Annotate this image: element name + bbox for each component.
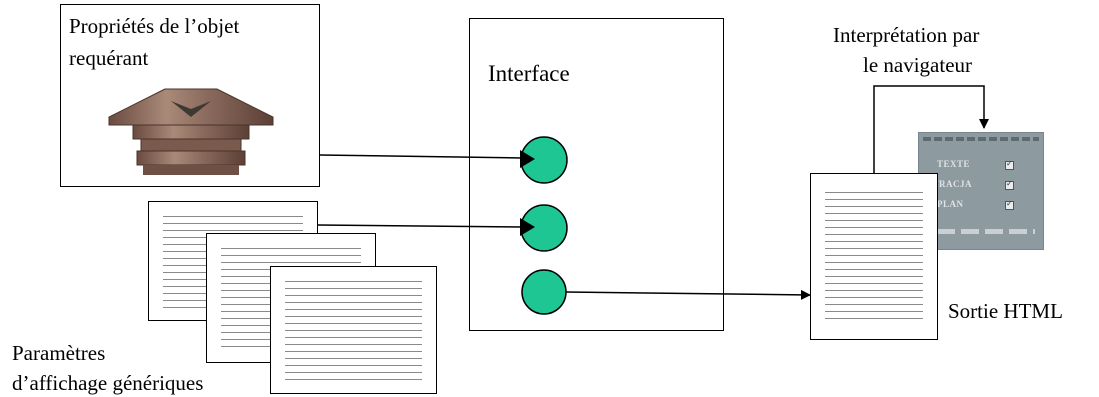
arrow-port-3-to-output xyxy=(565,289,811,300)
parameters-document-3 xyxy=(270,266,437,394)
arrow-parameters-to-port-2 xyxy=(317,224,523,228)
object-properties-title-line1: Propriétés de l’objet xyxy=(69,14,240,38)
html-output-document xyxy=(810,173,938,340)
interface-box: Interface xyxy=(469,18,724,331)
parameters-label-line1: Paramètres xyxy=(12,341,106,365)
screen-row-label: TEXTE xyxy=(937,159,971,169)
parameters-label-line2: d’affichage génériques xyxy=(12,371,204,395)
screen-row-label: PLAN xyxy=(937,199,964,209)
column-capital-icon xyxy=(108,88,274,175)
interface-port-2 xyxy=(520,204,568,252)
interface-port-3 xyxy=(521,269,567,315)
interface-title: Interface xyxy=(488,61,570,86)
screen-row-label: STRACJA xyxy=(927,179,973,189)
interface-port-1 xyxy=(520,136,568,184)
object-properties-title-line2: requérant xyxy=(69,46,149,70)
html-output-label: Sortie HTML xyxy=(948,299,1063,323)
checkbox-icon xyxy=(1005,179,1014,190)
checkbox-icon xyxy=(1005,159,1014,170)
checkbox-icon xyxy=(1005,199,1014,210)
object-properties-box: Propriétés de l’objet requérant xyxy=(60,4,320,187)
browser-label-line1: Interprétation par xyxy=(833,23,980,47)
browser-label-line2: le navigateur xyxy=(863,53,973,77)
arrow-output-to-browser xyxy=(873,85,989,173)
browser-render-screenshot: TEXTE STRACJA PLAN xyxy=(918,132,1044,250)
arrow-object-to-port-1 xyxy=(319,154,523,159)
